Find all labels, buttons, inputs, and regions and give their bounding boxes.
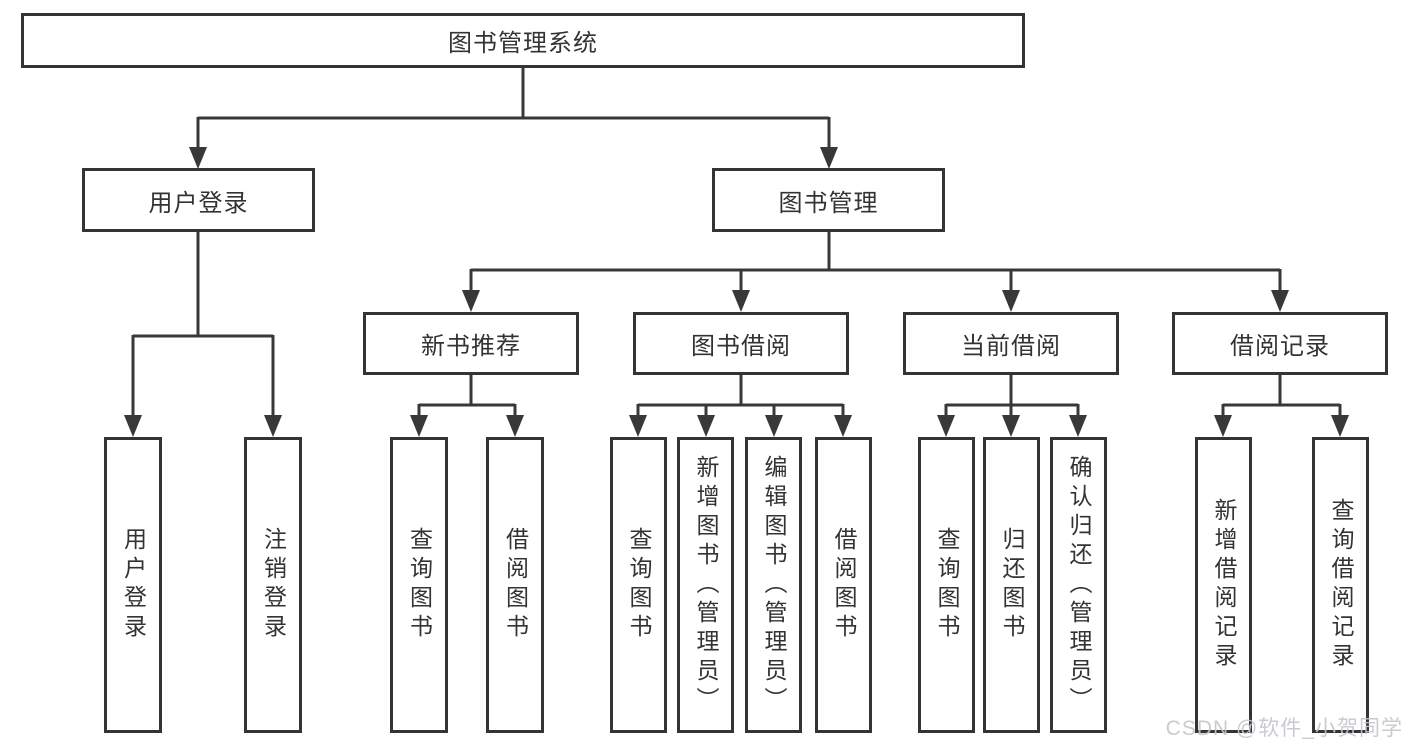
leaf-label: 查询图书	[406, 527, 433, 643]
leaf-label: 查询图书	[626, 527, 652, 643]
leaf-label: 用户登录	[120, 527, 147, 643]
leaf-label: 新增图书（管理员）	[693, 454, 719, 716]
leaf-confirm-return-admin: 确认归还（管理员）	[1050, 437, 1107, 733]
leaf-label: 借阅图书	[502, 527, 529, 643]
node-borrow-records: 借阅记录	[1172, 312, 1388, 375]
leaf-return-book: 归还图书	[983, 437, 1040, 733]
leaf-label: 确认归还（管理员）	[1066, 454, 1092, 716]
leaf-edit-book-admin: 编辑图书（管理员）	[745, 437, 802, 733]
node-label: 图书管理系统	[448, 30, 598, 57]
node-label: 借阅记录	[1230, 333, 1330, 360]
node-label: 用户登录	[148, 189, 249, 217]
leaf-user-login: 用户登录	[104, 437, 162, 733]
node-new-book-recommend: 新书推荐	[363, 312, 579, 375]
node-label: 图书借阅	[691, 333, 791, 360]
leaf-query-books-recommend: 查询图书	[390, 437, 448, 733]
leaf-label: 新增借阅记录	[1211, 498, 1237, 672]
leaf-add-book-admin: 新增图书（管理员）	[677, 437, 734, 733]
leaf-logout: 注销登录	[244, 437, 302, 733]
node-label: 当前借阅	[961, 333, 1061, 360]
node-library-system: 图书管理系统	[21, 13, 1025, 68]
leaf-query-books-current: 查询图书	[918, 437, 975, 733]
leaf-label: 注销登录	[260, 527, 287, 643]
leaf-borrow-books-recommend: 借阅图书	[486, 437, 544, 733]
node-current-borrowing: 当前借阅	[903, 312, 1119, 375]
node-book-borrowing: 图书借阅	[633, 312, 849, 375]
leaf-label: 借阅图书	[831, 527, 857, 643]
leaf-label: 编辑图书（管理员）	[761, 454, 787, 716]
node-book-management: 图书管理	[712, 168, 945, 232]
leaf-label: 查询图书	[934, 527, 960, 643]
leaf-label: 查询借阅记录	[1328, 498, 1354, 672]
leaf-label: 归还图书	[999, 527, 1025, 643]
leaf-borrow-books-borrowing: 借阅图书	[815, 437, 872, 733]
node-label: 图书管理	[778, 189, 879, 217]
node-label: 新书推荐	[421, 333, 521, 360]
arrowheads	[124, 147, 1349, 437]
leaf-query-borrow-record: 查询借阅记录	[1312, 437, 1369, 733]
node-user-login: 用户登录	[82, 168, 315, 232]
leaf-add-borrow-record: 新增借阅记录	[1195, 437, 1252, 733]
connector-group-root	[131, 68, 1342, 421]
leaf-query-books-borrowing: 查询图书	[610, 437, 667, 733]
